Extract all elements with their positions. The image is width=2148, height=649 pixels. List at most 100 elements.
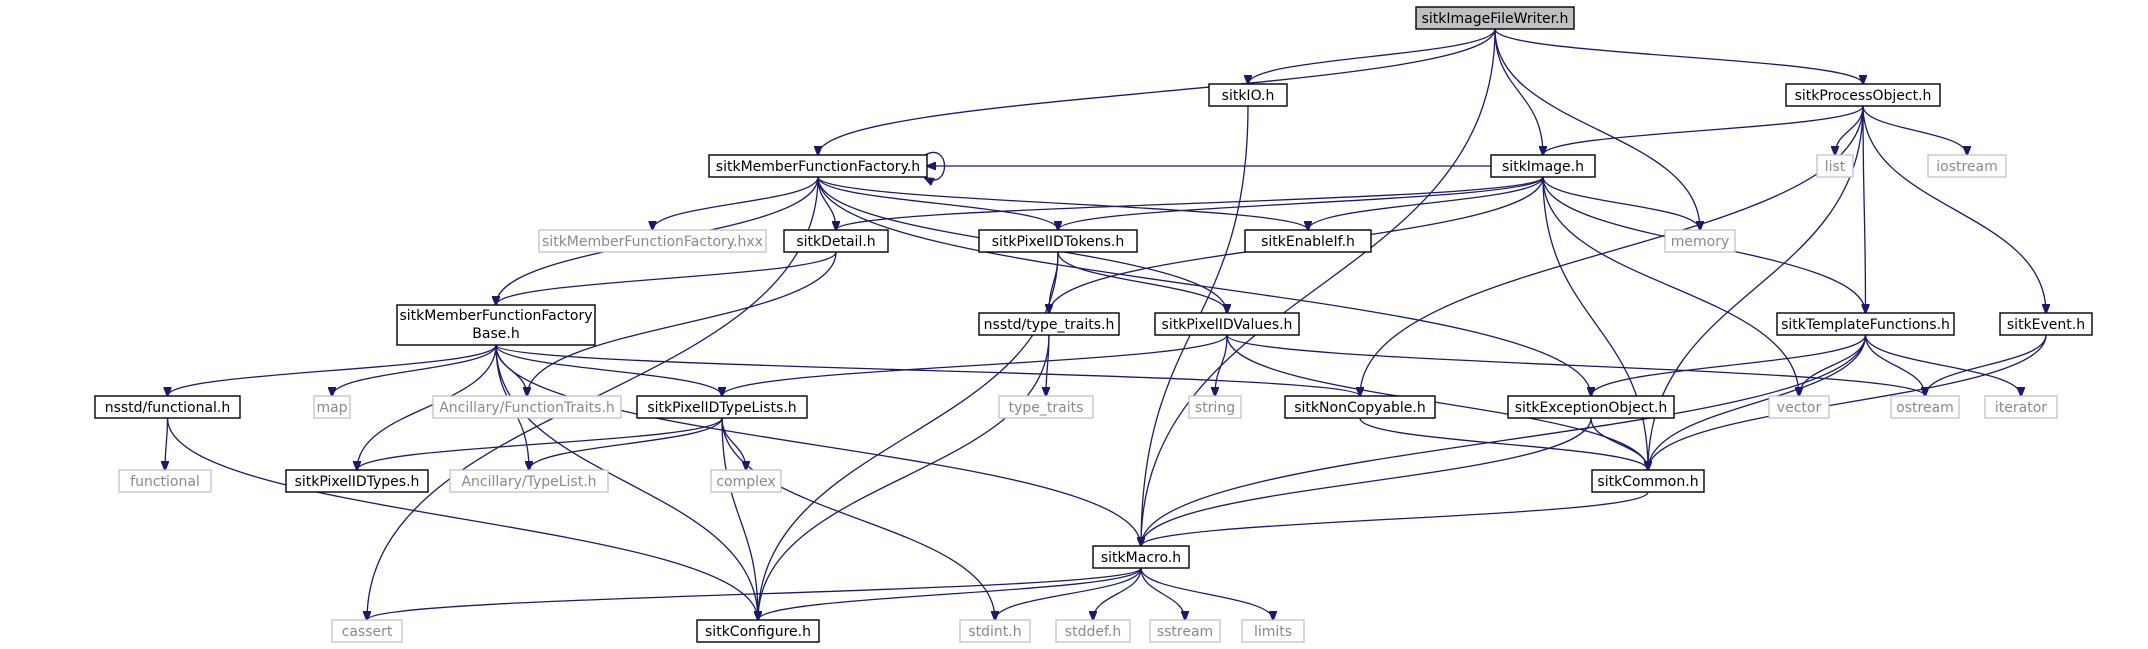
node-sitkMemberFunctionFactoryHxx: sitkMemberFunctionFactory.hxx [538,229,767,253]
node-label: sitkPixelIDTypes.h [295,474,420,490]
include-edge [1141,417,1592,546]
include-edge [332,344,497,396]
node-sitkPixelIDTypeLists[interactable]: sitkPixelIDTypeLists.h [636,395,808,419]
node-label: sitkMemberFunctionFactory.h [716,159,920,175]
include-edge [1543,105,1864,155]
include-edge [1057,251,1227,313]
include-edge [818,28,1496,155]
node-box [449,469,609,493]
node-box [696,619,820,643]
node-box [1776,312,1955,336]
node-label: sitkEnableIf.h [1261,234,1355,250]
include-edge [1648,334,2047,470]
node-box [1284,395,1436,419]
node-sitkDetail[interactable]: sitkDetail.h [783,229,889,253]
include-edge [1494,28,1543,155]
node-label: sitkImage.h [1502,159,1584,175]
include-edge [1590,417,1648,470]
node-sitkPixelIDTypes[interactable]: sitkPixelIDTypes.h [285,469,429,493]
node-nsstdFunctional[interactable]: nsstd/functional.h [94,395,241,419]
node-sitkProcessObject[interactable]: sitkProcessObject.h [1785,83,1941,107]
include-edge [1864,334,2022,396]
node-label: type_traits [1009,400,1084,416]
node-label: map [316,400,347,416]
node-label: sitkMemberFunctionFactory.hxx [542,234,763,250]
node-box [1092,545,1190,569]
include-edge [758,567,1142,620]
include-edge [1864,334,1926,396]
include-edge [1308,176,1544,230]
node-sitkPixelIDTokens[interactable]: sitkPixelIDTokens.h [978,229,1138,253]
node-label: stddef.h [1065,624,1121,640]
include-edge [1360,105,1864,396]
include-edge [1093,567,1142,620]
include-edge [1141,334,1867,546]
node-box [1154,312,1300,336]
include-edge [817,176,1058,230]
node-label: list [1825,159,1846,175]
node-box [1188,395,1242,419]
node-box [1055,619,1131,643]
include-edge [1494,28,1700,230]
include-edge [721,417,995,620]
node-sitkImage[interactable]: sitkImage.h [1490,154,1596,178]
node-box [1927,154,2007,178]
node-label: limits [1254,624,1292,640]
node-box [285,469,429,493]
node-label: memory [1671,234,1730,250]
node-limits: limits [1241,619,1305,643]
node-sitkMacro[interactable]: sitkMacro.h [1092,545,1190,569]
node-sitkMemberFunctionFactory[interactable]: sitkMemberFunctionFactory.h [708,154,928,178]
node-box [708,154,928,178]
node-box [1415,6,1575,30]
node-sitkPixelIDValues[interactable]: sitkPixelIDValues.h [1154,312,1300,336]
node-label: sitkConfigure.h [705,624,811,640]
node-sitkEnableIf[interactable]: sitkEnableIf.h [1244,229,1372,253]
node-label: sitkIO.h [1222,88,1275,104]
include-edge [836,176,1544,230]
node-root[interactable]: sitkImageFileWriter.h [1415,6,1575,30]
include-edge [1494,28,1863,84]
node-sitkExceptionObject[interactable]: sitkExceptionObject.h [1507,395,1675,419]
include-edge [1141,28,1496,546]
include-edge [1226,334,1925,396]
node-memory: memory [1664,229,1736,253]
node-label: Ancillary/TypeList.h [461,474,596,490]
node-box [313,395,351,419]
include-edge [165,417,168,470]
node-box [1591,469,1705,493]
node-label: Base.h [472,326,519,342]
node-sitkCommon[interactable]: sitkCommon.h [1591,469,1705,493]
node-box [1241,619,1305,643]
include-edge [722,334,1228,396]
node-label: sitkDetail.h [796,234,875,250]
node-nsstdTypeTraits[interactable]: nsstd/type_traits.h [978,312,1120,336]
node-map: map [313,395,351,419]
include-edge [721,417,758,620]
node-sitkEvent[interactable]: sitkEvent.h [1999,312,2093,336]
include-edge [495,344,1141,546]
node-sitkNonCopyable[interactable]: sitkNonCopyable.h [1284,395,1436,419]
include-edge [1542,176,1700,230]
node-sitkIO[interactable]: sitkIO.h [1208,83,1288,107]
node-label: sitkMemberFunctionFactory [399,308,592,324]
node-box [1984,395,2058,419]
node-box [978,312,1120,336]
node-label: sitkMacro.h [1101,550,1181,566]
include-edge [721,417,746,470]
node-label: sitkPixelIDTokens.h [992,234,1125,250]
node-iterator: iterator [1984,395,2058,419]
node-box [118,469,212,493]
include-edge [1862,105,2046,313]
include-edge [367,567,1142,620]
include-edge [1862,105,1967,155]
node-box [432,395,622,419]
include-edge [357,344,497,470]
node-sitkConfigure[interactable]: sitkConfigure.h [696,619,820,643]
node-sitkTemplateFunctions[interactable]: sitkTemplateFunctions.h [1776,312,1955,336]
node-box [538,229,767,253]
include-edge [1140,567,1273,620]
include-edge [527,251,837,396]
node-box [1664,229,1736,253]
